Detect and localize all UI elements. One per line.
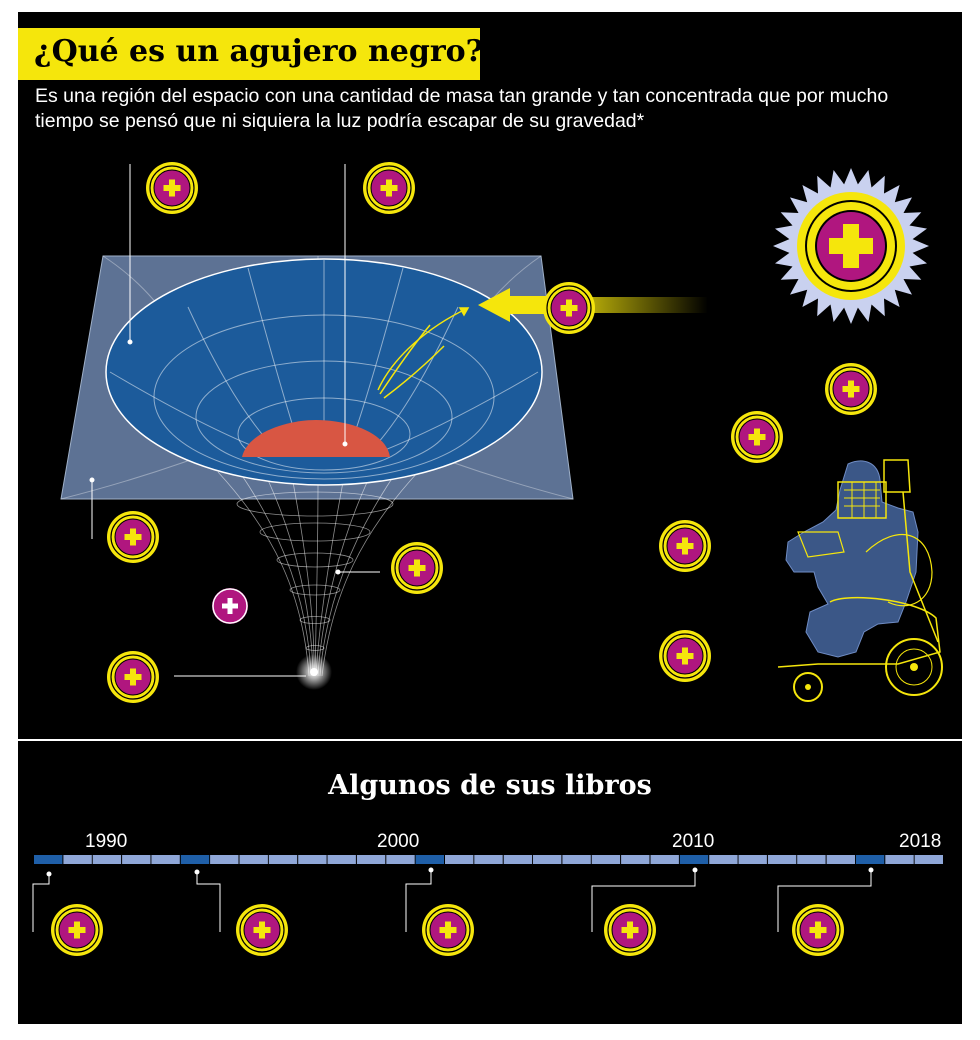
- timeline-segment: [386, 855, 415, 864]
- plus-button-small[interactable]: [211, 587, 249, 630]
- timeline-segment: [415, 855, 444, 864]
- books-title: Algunos de sus libros: [328, 770, 652, 801]
- plus-button-hawking-4[interactable]: [659, 630, 711, 687]
- plus-button-funnel[interactable]: [391, 542, 443, 599]
- plus-button-singularity[interactable]: [107, 651, 159, 708]
- black-hole-illustration: [32, 164, 943, 932]
- timeline-segment: [855, 855, 885, 864]
- plus-button-light[interactable]: [543, 282, 595, 339]
- timeline-segment: [92, 855, 122, 864]
- timeline-segment: [738, 855, 767, 864]
- leader-lines: [89, 164, 380, 677]
- year-label-1990: 1990: [85, 831, 128, 852]
- plus-icon: [825, 363, 877, 415]
- description-text: Es una región del espacio con una cantid…: [35, 85, 889, 132]
- plus-icon: [659, 520, 711, 572]
- timeline-segment: [562, 855, 591, 864]
- section-divider: [18, 739, 962, 741]
- plus-icon: [107, 651, 159, 703]
- plus-button-sheet[interactable]: [146, 162, 198, 219]
- plus-icon: [391, 542, 443, 594]
- timeline-segment: [621, 855, 650, 864]
- plus-button-hawking-2[interactable]: [731, 411, 783, 468]
- timeline-segment: [180, 855, 210, 864]
- plus-icon: [236, 904, 288, 956]
- timeline-segment: [63, 855, 92, 864]
- timeline-segment: [327, 855, 356, 864]
- plus-icon: [146, 162, 198, 214]
- plus-icon: [363, 162, 415, 214]
- light-arrow-icon: [478, 288, 552, 322]
- timeline-segment: [709, 855, 738, 864]
- timeline-segment: [268, 855, 298, 864]
- plus-button-book-3[interactable]: [422, 904, 474, 961]
- timeline-segment: [298, 855, 327, 864]
- timeline-segment: [474, 855, 503, 864]
- plus-icon: [659, 630, 711, 682]
- infographic: ¿Qué es un agujero negro? Es una región …: [18, 12, 962, 1024]
- timeline-segment: [151, 855, 180, 864]
- plus-icon: [107, 511, 159, 563]
- timeline-segment: [445, 855, 474, 864]
- timeline-leaders: [32, 867, 874, 932]
- plus-icon: [731, 411, 783, 463]
- sun-icon: [773, 168, 929, 324]
- timeline-segment: [122, 855, 151, 864]
- timeline-segment: [34, 855, 63, 864]
- title-highlight: ¿Qué es un agujero negro?: [18, 28, 484, 80]
- year-label-2018: 2018: [899, 831, 942, 852]
- timeline-segment: [914, 855, 943, 864]
- page-title: ¿Qué es un agujero negro?: [34, 34, 484, 69]
- plus-icon: [212, 588, 248, 624]
- timeline-bar: [34, 855, 943, 864]
- timeline-segment: [356, 855, 386, 864]
- plus-button-hawking-3[interactable]: [659, 520, 711, 577]
- timeline-segment: [797, 855, 826, 864]
- light-paths: [377, 307, 470, 399]
- plus-icon: [422, 904, 474, 956]
- plus-button-book-1[interactable]: [51, 904, 103, 961]
- funnel-mesh: [217, 471, 419, 677]
- timeline-segment: [679, 855, 709, 864]
- plus-icon: [543, 282, 595, 334]
- year-label-2000: 2000: [377, 831, 420, 852]
- timeline-segment: [767, 855, 797, 864]
- timeline-segment: [885, 855, 914, 864]
- plus-button-book-5[interactable]: [792, 904, 844, 961]
- plus-button-book-2[interactable]: [236, 904, 288, 961]
- plus-button-hawking-1[interactable]: [825, 363, 877, 420]
- plus-button-spacetime[interactable]: [107, 511, 159, 568]
- timeline-segment: [210, 855, 239, 864]
- timeline-segment: [650, 855, 679, 864]
- wheelchair-figure-icon: [777, 459, 943, 702]
- timeline-segment: [826, 855, 855, 864]
- timeline-segment: [533, 855, 562, 864]
- plus-icon: [604, 904, 656, 956]
- plus-button-book-4[interactable]: [604, 904, 656, 961]
- plus-icon: [51, 904, 103, 956]
- mass-core: [242, 420, 390, 457]
- plus-button-mass[interactable]: [363, 162, 415, 219]
- plus-icon: [792, 904, 844, 956]
- timeline-segment: [239, 855, 268, 864]
- year-label-2010: 2010: [672, 831, 715, 852]
- timeline-segment: [591, 855, 621, 864]
- timeline-segment: [503, 855, 533, 864]
- singularity-point: [310, 668, 318, 676]
